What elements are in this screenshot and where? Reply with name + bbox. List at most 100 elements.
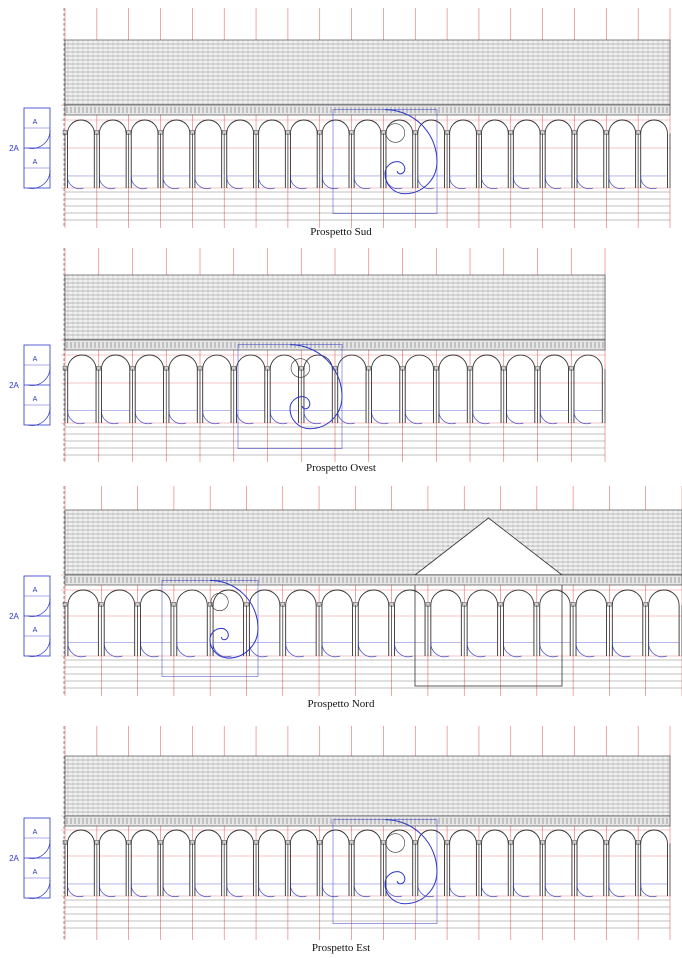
- elevation-caption: Prospetto Ovest: [306, 462, 376, 474]
- scale-label: A: [33, 829, 38, 836]
- scale-label: 2A: [9, 854, 19, 863]
- construction-arc: [544, 175, 562, 189]
- arch: [226, 119, 254, 188]
- roof-area: [64, 274, 606, 341]
- arch: [611, 589, 644, 656]
- arch: [466, 589, 499, 656]
- arch: [67, 119, 95, 188]
- construction-arc: [648, 642, 668, 658]
- roof-tiles: [64, 509, 682, 576]
- arch: [506, 354, 536, 423]
- spiral-frame: [161, 580, 259, 677]
- arch: [539, 589, 571, 656]
- construction-arc: [202, 410, 220, 425]
- scale-arc: [27, 839, 51, 859]
- arcade: [62, 119, 671, 189]
- arch: [417, 119, 446, 188]
- arch: [269, 354, 299, 423]
- arch: [303, 354, 333, 423]
- arch: [573, 354, 603, 423]
- spiral-frame: [332, 819, 438, 924]
- construction-arc: [503, 642, 522, 658]
- construction-arc: [611, 642, 631, 658]
- arch: [481, 829, 509, 896]
- arch: [202, 354, 232, 423]
- scale-label: A: [33, 396, 38, 403]
- cornice: [64, 104, 671, 116]
- construction-arc: [162, 883, 180, 897]
- arch: [289, 119, 318, 188]
- construction-arc: [236, 410, 254, 425]
- construction-arc: [640, 883, 657, 897]
- golden-spiral: [332, 109, 438, 214]
- spiral-frame: [237, 344, 343, 449]
- construction-arc: [321, 883, 339, 897]
- arch: [321, 119, 350, 188]
- construction-arc: [303, 410, 322, 425]
- arch: [101, 354, 131, 423]
- arch: [371, 354, 401, 423]
- base-courses: [65, 426, 605, 456]
- scale-arc: [27, 637, 51, 657]
- arch: [162, 119, 191, 188]
- scale-arc: [27, 169, 51, 189]
- construction-arc: [404, 410, 423, 425]
- construction-arc: [176, 642, 196, 658]
- construction-arc: [212, 642, 232, 658]
- construction-arc: [575, 642, 595, 658]
- construction-arc: [67, 175, 84, 189]
- scale-arc: [27, 366, 51, 386]
- roof-area: [64, 39, 671, 106]
- arch: [321, 829, 350, 896]
- construction-arc: [269, 410, 288, 425]
- cornice: [64, 574, 682, 586]
- arch: [648, 589, 680, 656]
- arcade: [62, 589, 682, 658]
- scale-arc: [27, 129, 51, 149]
- construction-arc: [290, 883, 307, 897]
- arch: [67, 589, 99, 656]
- arch: [417, 829, 446, 896]
- arch: [140, 589, 172, 656]
- construction-arc: [130, 175, 148, 189]
- construction-arc: [472, 410, 490, 425]
- arch: [544, 119, 573, 188]
- arch: [576, 119, 605, 188]
- scale-label: 2A: [9, 612, 19, 621]
- construction-arc: [449, 883, 466, 897]
- arch: [258, 119, 286, 188]
- scale-label: 2A: [9, 144, 19, 153]
- scale-label: A: [33, 627, 38, 634]
- arch: [285, 589, 317, 656]
- golden-spiral: [332, 819, 438, 924]
- arch: [608, 829, 637, 896]
- construction-arc: [481, 883, 498, 897]
- construction-arc: [539, 410, 558, 425]
- arch: [640, 119, 668, 188]
- arch: [438, 354, 468, 423]
- construction-arc: [394, 642, 413, 658]
- construction-arc: [573, 410, 592, 425]
- construction-arc: [357, 642, 377, 658]
- construction-arc: [417, 883, 434, 897]
- arch: [130, 119, 159, 188]
- construction-arc: [290, 175, 307, 189]
- construction-arc: [321, 175, 339, 189]
- spiral-curve: [209, 579, 259, 659]
- construction-arc: [101, 410, 119, 425]
- construction-arc: [385, 175, 403, 189]
- construction-arc: [481, 175, 498, 189]
- arch: [385, 119, 414, 188]
- construction-arc: [608, 175, 626, 189]
- roof-area: [64, 509, 682, 576]
- arch: [67, 354, 97, 423]
- arch: [449, 119, 477, 188]
- arch: [103, 589, 136, 656]
- arch: [98, 829, 127, 896]
- construction-arc: [162, 175, 180, 189]
- elevation-caption: Prospetto Sud: [310, 226, 372, 238]
